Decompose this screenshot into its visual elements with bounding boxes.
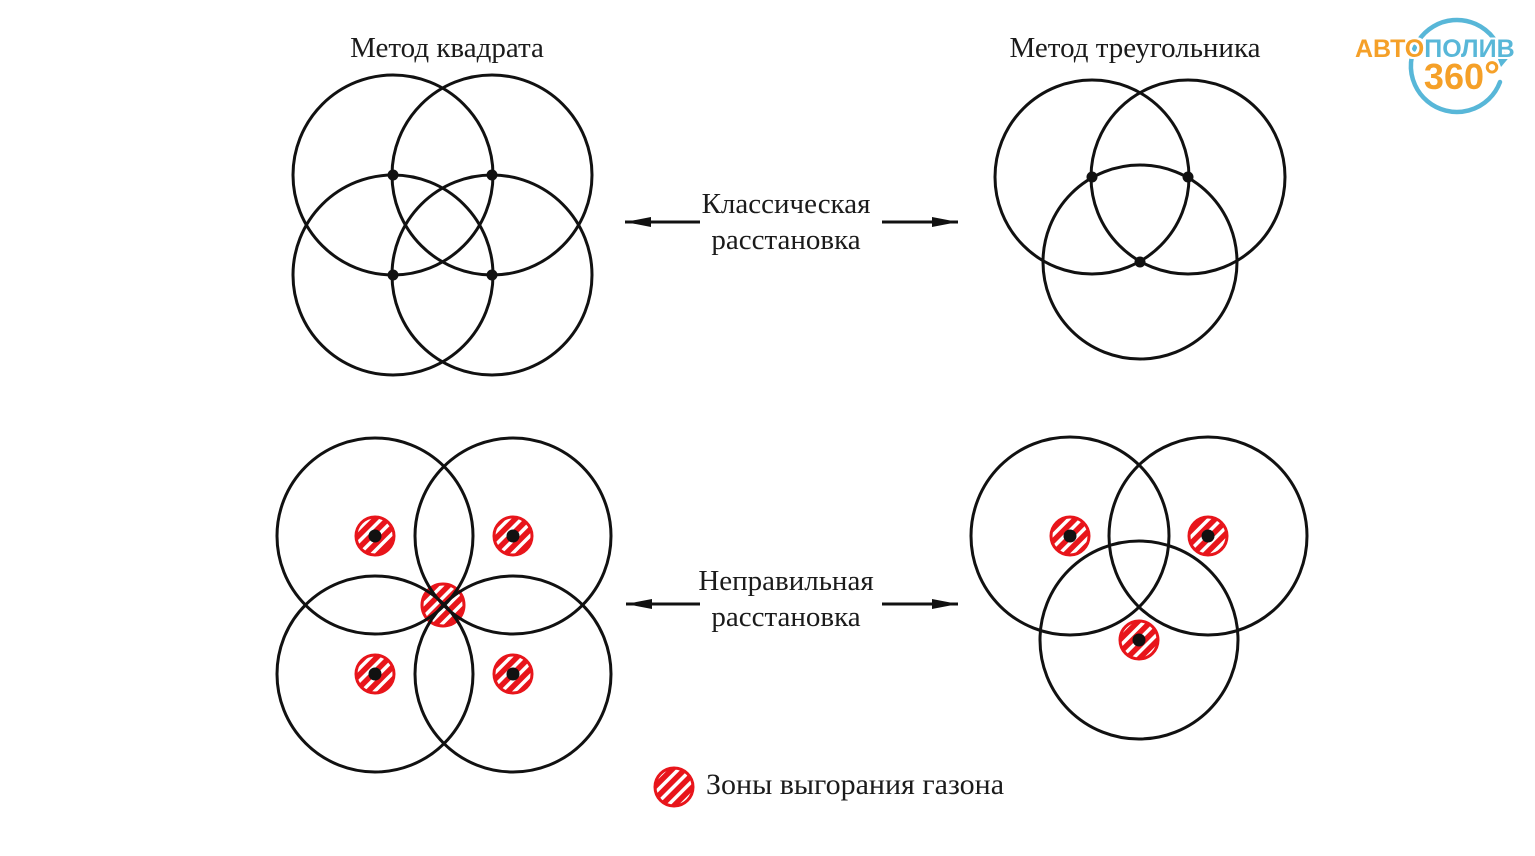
incorrect-arrangement-label: Неправильная расстановка: [636, 563, 936, 635]
sprinkler-dot: [506, 667, 520, 681]
sprinkler-dot: [1134, 256, 1146, 268]
rotation-circle-icon: [1408, 17, 1505, 115]
logo-brand: АВТОПОЛИВ: [1355, 35, 1515, 64]
classic-arrangement-label: Классическая расстановка: [636, 186, 936, 258]
logo-graphics: [1408, 17, 1512, 115]
sprinkler-dot: [387, 269, 399, 281]
legend-burnout-swatch-icon: [653, 766, 695, 808]
legend-label: Зоны выгорания газона: [706, 768, 1005, 801]
sprinkler-dot: [486, 269, 498, 281]
connector-arrows: [625, 217, 958, 609]
incorrect-square-diagram: [275, 436, 613, 774]
triangle-method-title: Метод треугольника: [1009, 32, 1261, 64]
coverage-circle: [413, 436, 613, 636]
classic-arrangement-line1: Классическая: [701, 188, 871, 220]
logo-brand-part1: АВТО: [1355, 35, 1425, 63]
incorrect-arrangement-line1: Неправильная: [698, 565, 874, 597]
sprinkler-dot: [1201, 529, 1215, 543]
incorrect-triangle-diagram: [969, 435, 1309, 741]
sprinkler-dot: [387, 169, 399, 181]
coverage-circle: [969, 435, 1171, 637]
rotation-arrow-icon: [1494, 49, 1512, 67]
classic-square-diagram: [291, 73, 594, 377]
sprinkler-dot: [1132, 633, 1146, 647]
sprinkler-dot: [368, 667, 382, 681]
square-method-title: Метод квадрата: [350, 32, 544, 64]
logo-brand-part2: ПОЛИВ: [1424, 35, 1515, 63]
sprinkler-dot: [1063, 529, 1077, 543]
sprinkler-dot: [1182, 171, 1194, 183]
logo-degree-symbol: °: [1484, 54, 1500, 98]
coverage-circle: [413, 574, 613, 774]
classic-arrangement-line2: расстановка: [711, 224, 861, 256]
coverage-circle: [1107, 435, 1309, 637]
coverage-circle: [275, 436, 475, 636]
classic-triangle-diagram: [993, 78, 1287, 361]
coverage-circle: [1041, 163, 1239, 361]
logo-360: 360°: [1418, 56, 1500, 96]
sprinkler-dot: [486, 169, 498, 181]
sprinkler-dot: [506, 529, 520, 543]
incorrect-arrangement-line2: расстановка: [711, 601, 861, 633]
coverage-circle: [275, 574, 475, 774]
logo-angle-number: 360: [1423, 56, 1484, 97]
sprinkler-dot: [1086, 171, 1098, 183]
coverage-circle: [1038, 539, 1240, 741]
sprinkler-dot: [368, 529, 382, 543]
